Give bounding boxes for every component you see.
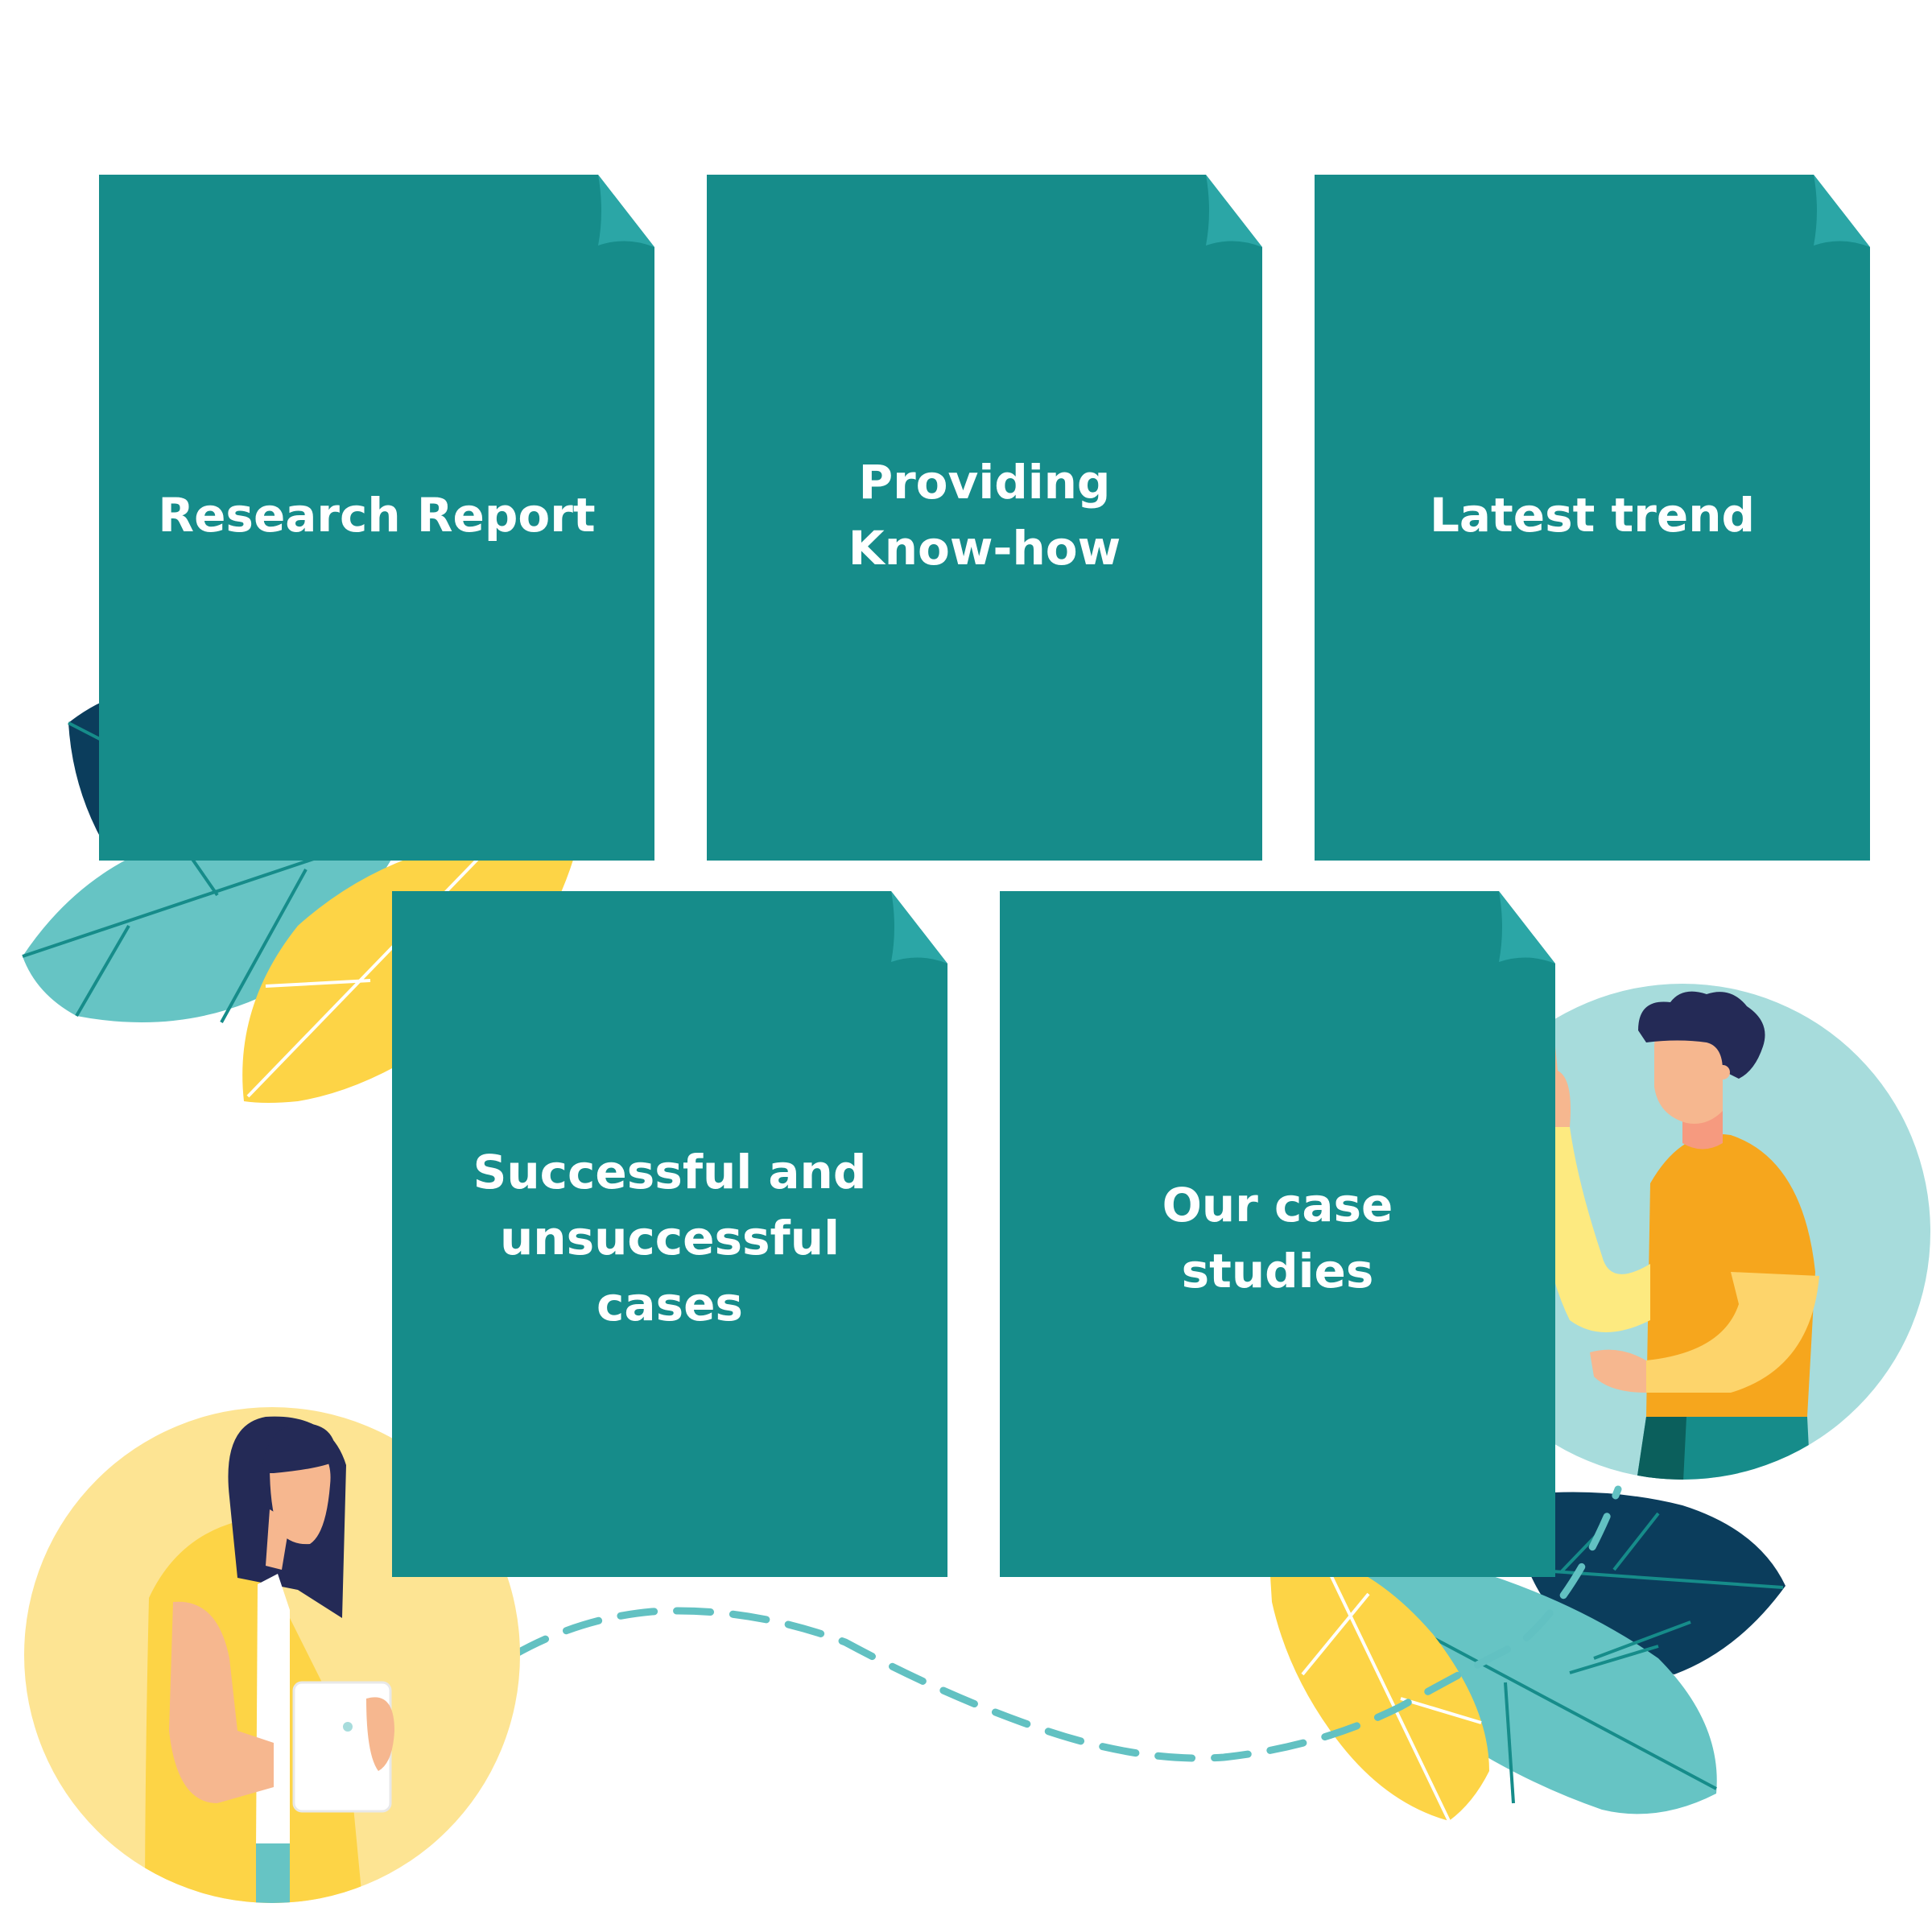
paper-card-icon — [99, 175, 654, 861]
card-label: Latest trend — [1429, 488, 1756, 543]
leaf-icon — [1268, 1538, 1489, 1822]
dashed-connector-path — [511, 1485, 1622, 1762]
paper-card-icon — [1000, 891, 1555, 1577]
man-pointing-icon — [1435, 984, 1930, 1480]
card-label: Providing Know-how — [848, 455, 1121, 576]
card-our-case-studies[interactable]: Our case studies — [1000, 891, 1555, 1577]
card-providing-know-how[interactable]: Providing Know-how — [707, 175, 1262, 861]
paper-card-icon — [707, 175, 1262, 861]
card-label: Research Report — [158, 488, 596, 543]
paper-card-icon — [1315, 175, 1870, 861]
card-successful-and-unsuccessful-cases[interactable]: Successful and unsuccessful cases — [392, 891, 947, 1577]
card-label: Our case studies — [1162, 1178, 1393, 1298]
card-label: Successful and unsuccessful cases — [473, 1145, 867, 1331]
card-latest-trend[interactable]: Latest trend — [1315, 175, 1870, 861]
paper-card-icon — [392, 891, 947, 1577]
card-research-report[interactable]: Research Report — [99, 175, 654, 861]
